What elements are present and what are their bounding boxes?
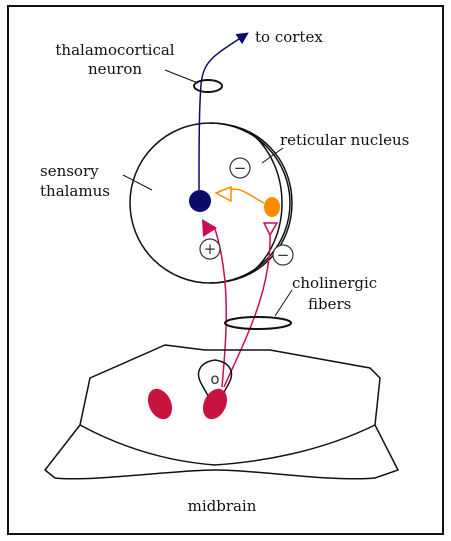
label-fibers: fibers (308, 295, 351, 313)
svg-text:+: + (204, 240, 217, 258)
plus-sign: + (200, 239, 220, 259)
cholinergic-excitatory-synapse (202, 219, 217, 237)
label-thalamocortical: thalamocortical (55, 41, 174, 59)
minus-sign-right: − (273, 245, 293, 265)
reticular-inhibitory-synapse (216, 187, 231, 201)
reticular-neuron-soma (264, 197, 280, 217)
thalamocortical-fiber-ring (194, 80, 222, 92)
label-sensory: sensory (40, 162, 99, 180)
cholinergic-leader (275, 290, 292, 316)
midbrain-nucleus-right (198, 385, 231, 423)
cholinergic-inhibitory-synapse (264, 223, 277, 235)
frame (8, 6, 443, 534)
minus-sign-top: − (230, 158, 250, 178)
label-to-cortex: to cortex (255, 28, 323, 46)
reticular-axon (230, 189, 264, 203)
cholinergic-fiber-to-reticular (224, 232, 270, 387)
cerebral-aqueduct: o (210, 370, 219, 388)
midbrain-nucleus-left (143, 385, 176, 423)
svg-text:−: − (277, 246, 290, 264)
thalamocortical-neuron-soma (189, 190, 211, 212)
label-cholinergic: cholinergic (292, 274, 377, 292)
label-reticular-nucleus: reticular nucleus (280, 131, 409, 149)
svg-text:−: − (234, 159, 247, 177)
midbrain-inner-contour (80, 425, 375, 465)
label-midbrain: midbrain (188, 497, 257, 515)
thalamocortical-leader (165, 70, 198, 83)
sensory-leader (123, 175, 152, 190)
label-thalamus: thalamus (40, 182, 110, 200)
label-neuron: neuron (88, 60, 142, 78)
cholinergic-fiber-ring (225, 317, 291, 329)
